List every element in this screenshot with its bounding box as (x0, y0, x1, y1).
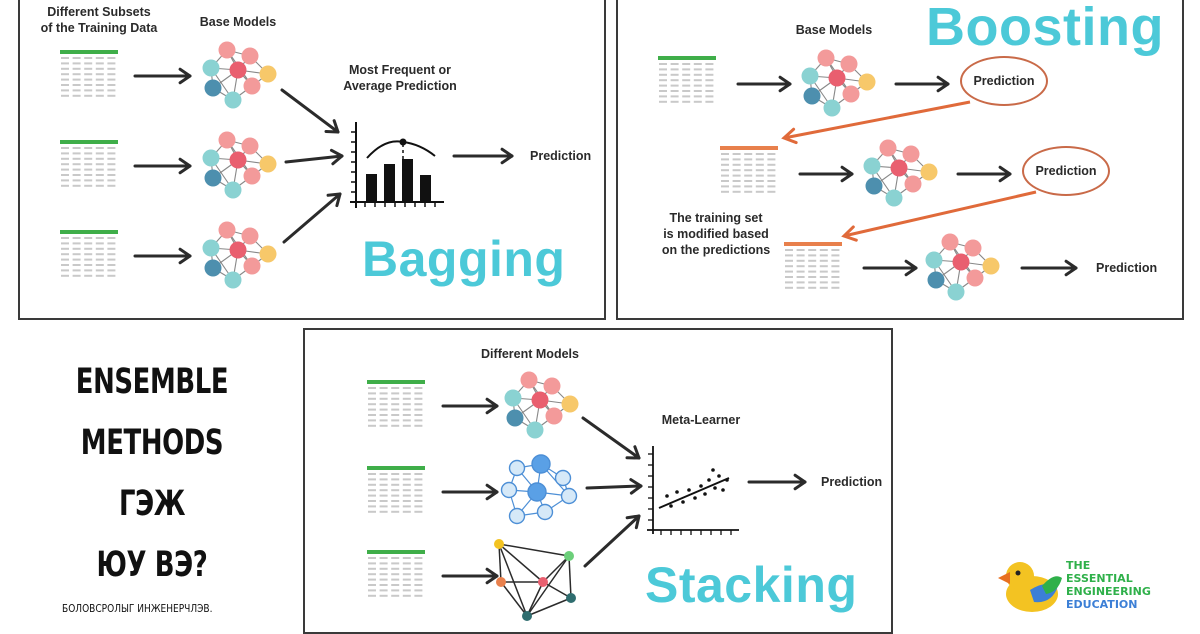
base-model-network-3 (202, 221, 277, 289)
stacking-title: Stacking (645, 557, 858, 613)
boost-training-table-2 (720, 146, 778, 193)
stacking-panel: Different Models Meta-Learner Prediction… (303, 328, 893, 634)
boosting-panel: Base Models Boosting Prediction Predicti… (616, 0, 1184, 320)
boost-training-table-1 (658, 56, 716, 103)
logo-line-1: THE (1066, 559, 1091, 572)
boost-feedback-arrow-1 (781, 100, 971, 145)
aggregate-prediction-label: Most Frequent or Average Prediction (343, 63, 457, 93)
arrow-table-to-model-2 (133, 157, 192, 175)
stacking-diagram (367, 371, 807, 621)
bagging-diagram (60, 41, 514, 289)
boost-final-prediction-label: Prediction (1096, 261, 1158, 275)
boost-prediction-oval-1: Prediction (960, 56, 1048, 106)
stack-arrow-table2-to-model2 (441, 483, 499, 501)
essential-engineering-education-logo: THE ESSENTIAL ENGINEERING EDUCATION (996, 556, 1196, 616)
stack-arrow-table1-to-model1 (441, 397, 499, 415)
arrow-table-to-model-3 (133, 247, 192, 265)
logo-line-2: ESSENTIAL (1066, 572, 1133, 585)
boost-training-note: The training set is modified based on th… (661, 211, 771, 257)
boost-model-network-1 (801, 49, 876, 117)
meta-learner-label: Meta-Learner (661, 413, 741, 427)
base-model-network-2 (202, 131, 277, 199)
duck-icon (998, 562, 1062, 612)
stack-arrow-model1-to-meta (581, 416, 641, 460)
stack-training-table-3 (367, 550, 425, 597)
arrow-model1-to-aggregate (280, 88, 340, 134)
boost-feedback-arrow-2 (841, 190, 1037, 242)
boost-arrow-model1-to-pred1 (894, 75, 950, 93)
logo-line-3: ENGINEERING (1066, 585, 1151, 598)
aggregate-bar-chart-icon (350, 122, 444, 208)
boost-arrow-model2-to-pred2 (956, 165, 1012, 183)
boost-base-models-label: Base Models (795, 23, 873, 37)
ensemble-subtitle: БОЛОВСРОЛЫГ ИНЖЕНЕРЧЛЭВ. (62, 602, 213, 615)
different-models-label: Different Models (481, 347, 579, 361)
boosting-title: Boosting (926, 0, 1164, 57)
logo-line-4: EDUCATION (1066, 598, 1138, 611)
training-subset-table-3 (60, 230, 118, 277)
stack-arrow-model2-to-meta (585, 478, 643, 495)
meta-learner-scatter-icon (647, 446, 739, 535)
arrow-model3-to-aggregate (282, 192, 342, 244)
stack-training-table-1 (367, 380, 425, 427)
bagging-panel: Different Subsets of the Training Data B… (18, 0, 606, 320)
boost-arrow-model3-to-pred3 (1020, 259, 1078, 277)
base-model-network-1 (202, 41, 277, 109)
ensemble-methods-title: ENSEMBLE METHODS ГЭЖ ЮУ ВЭ? (75, 362, 229, 585)
boost-arrow-table1-to-model1 (736, 75, 792, 93)
arrow-table-to-model-1 (133, 67, 192, 85)
training-subset-table-2 (60, 140, 118, 187)
boost-model-network-3 (925, 233, 1000, 301)
stack-graph-network-icon (494, 539, 576, 621)
stack-final-prediction-label: Prediction (821, 475, 883, 489)
stack-arrow-table3-to-model3 (441, 567, 499, 585)
arrow-model2-to-aggregate (284, 148, 344, 166)
boost-model-network-2 (863, 139, 938, 207)
stack-model-network (504, 371, 579, 439)
stack-training-table-2 (367, 466, 425, 513)
boost-arrow-table3-to-model3 (862, 259, 918, 277)
base-models-label: Base Models (199, 15, 277, 29)
boost-training-table-3 (784, 242, 842, 289)
stack-blue-network-icon (500, 454, 578, 525)
boost-arrow-table2-to-model2 (798, 165, 854, 183)
training-subsets-label: Different Subsets of the Training Data (40, 5, 158, 35)
stack-arrow-model3-to-meta (583, 514, 641, 568)
boosting-diagram (658, 49, 1078, 301)
bagging-title: Bagging (362, 231, 566, 287)
training-subset-table-1 (60, 50, 118, 97)
arrow-aggregate-to-prediction (452, 147, 514, 165)
boost-prediction-oval-2: Prediction (1022, 146, 1110, 196)
final-prediction-label: Prediction (530, 149, 592, 163)
stack-arrow-meta-to-prediction (747, 473, 807, 491)
